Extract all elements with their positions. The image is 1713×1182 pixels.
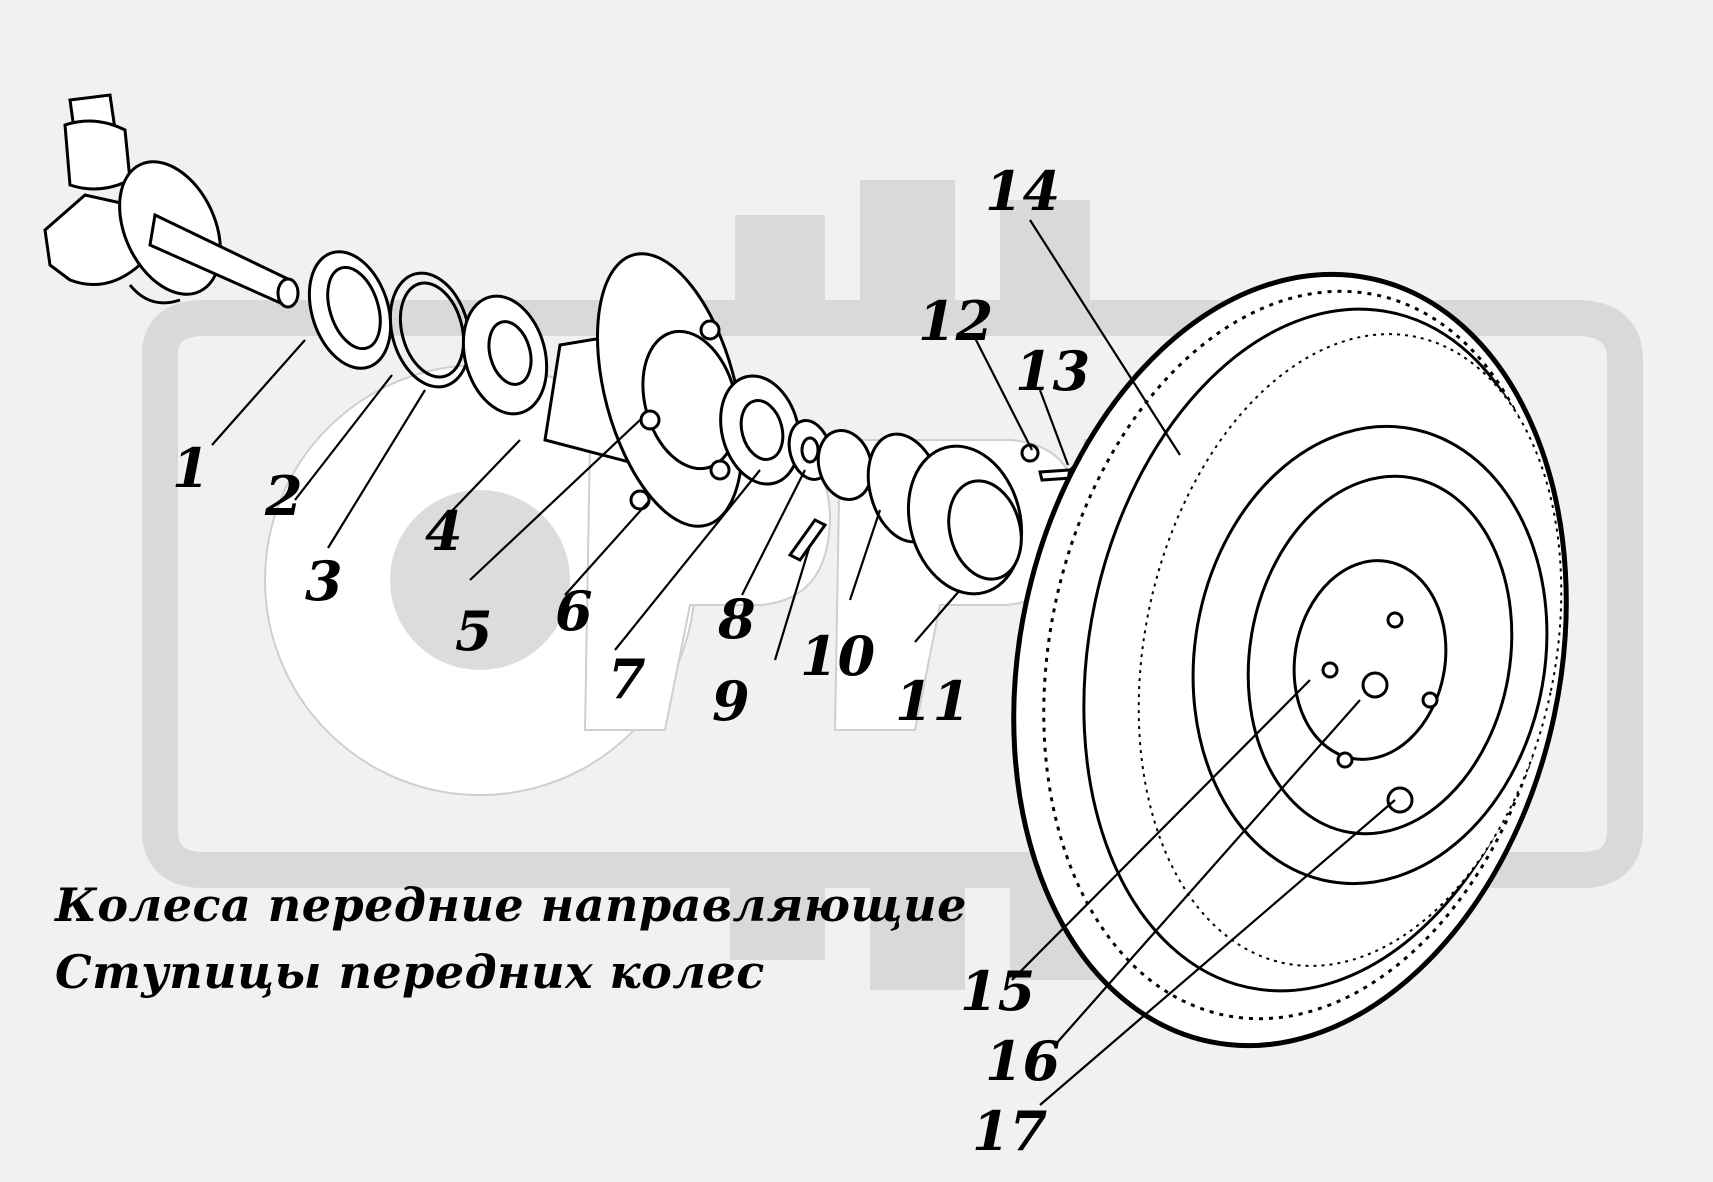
callout-6: 6: [555, 579, 593, 643]
part-hub-cap: [906, 444, 1024, 596]
part-steering-knuckle: [43, 93, 300, 309]
callout-4: 4: [425, 499, 463, 563]
callout-2: 2: [264, 464, 303, 528]
part-wheel-tyre: [1011, 271, 1569, 1049]
callout-14: 14: [985, 159, 1060, 223]
callout-1: 1: [172, 436, 210, 500]
part-outer-bearing: [719, 374, 801, 486]
callout-11: 11: [895, 669, 970, 733]
callout-5: 5: [455, 599, 493, 663]
callout-8: 8: [717, 587, 756, 651]
callout-13: 13: [1015, 339, 1090, 403]
callout-3: 3: [305, 549, 343, 613]
callout-7: 7: [608, 647, 646, 711]
callout-12: 12: [918, 289, 993, 353]
callout-16: 16: [985, 1029, 1060, 1093]
part-castle-nut: [787, 429, 874, 562]
parts-drawing: [43, 93, 1569, 1049]
title-line-1: Колеса передние направляющие: [55, 878, 967, 932]
part-oil-seal: [307, 250, 393, 370]
callout-labels: 1 2 3 4 5 6 7 8 9 10 11 12 13 14 15 16 1…: [172, 159, 1090, 1163]
part-wheel-hub: [543, 252, 744, 528]
callout-9: 9: [712, 669, 750, 733]
callout-17: 17: [972, 1099, 1047, 1163]
part-inner-bearing: [461, 294, 549, 416]
callout-15: 15: [960, 959, 1035, 1023]
callout-10: 10: [800, 624, 875, 688]
leader-lines: [211, 219, 1396, 1106]
title-line-2: Ступицы передних колес: [55, 945, 765, 999]
